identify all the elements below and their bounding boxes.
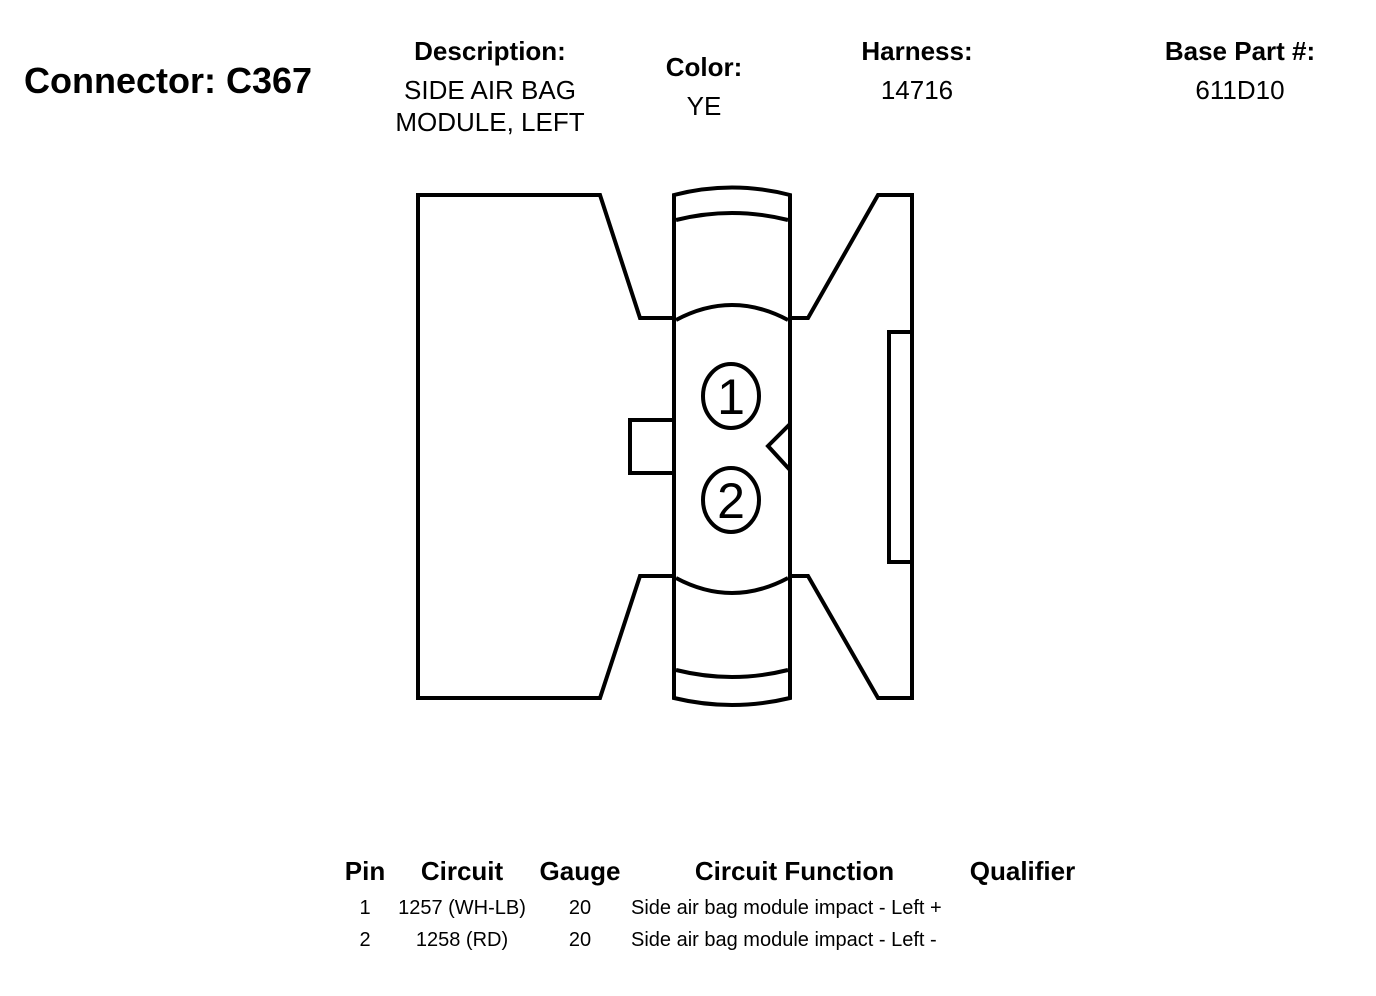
- col-header-circuit-function: Circuit Function: [694, 856, 895, 886]
- base-part-value: 611D10: [1195, 75, 1285, 105]
- description-value-line2: MODULE, LEFT: [395, 107, 585, 137]
- left-housing-outline: [416, 193, 676, 700]
- col-header-circuit: Circuit: [420, 856, 504, 886]
- connector-title: Connector: C367: [24, 60, 313, 101]
- connector-face-diagram: 1 2: [416, 185, 914, 707]
- center-column: [672, 185, 792, 707]
- col-header-gauge: Gauge: [539, 856, 621, 886]
- pin-1-number: 1: [717, 369, 745, 425]
- row-1-function: Side air bag module impact - Left +: [631, 897, 942, 919]
- row-2-pin: 2: [359, 929, 371, 951]
- row-2-gauge: 20: [568, 929, 592, 951]
- base-part-label: Base Part #:: [1164, 36, 1316, 66]
- row-1-circuit: 1257 (WH-LB): [398, 897, 526, 919]
- harness-label: Harness:: [861, 36, 973, 66]
- col-header-qualifier: Qualifier: [969, 856, 1076, 886]
- row-2-circuit: 1258 (RD): [415, 929, 509, 951]
- harness-value: 14716: [880, 75, 954, 105]
- row-1-pin: 1: [359, 897, 371, 919]
- pin-1-circle: [701, 362, 761, 430]
- row-2-function: Side air bag module impact - Left -: [631, 929, 937, 951]
- latch-bar: [887, 330, 914, 564]
- right-housing-outline: [765, 193, 914, 700]
- description-value-line1: SIDE AIR BAG: [404, 75, 576, 105]
- col-header-pin: Pin: [344, 856, 386, 886]
- description-label: Description:: [414, 36, 566, 66]
- pin-2-number: 2: [717, 473, 745, 529]
- color-value: YE: [686, 91, 722, 121]
- color-label: Color:: [665, 52, 743, 82]
- row-1-gauge: 20: [568, 897, 592, 919]
- pin-2-circle: [701, 466, 761, 534]
